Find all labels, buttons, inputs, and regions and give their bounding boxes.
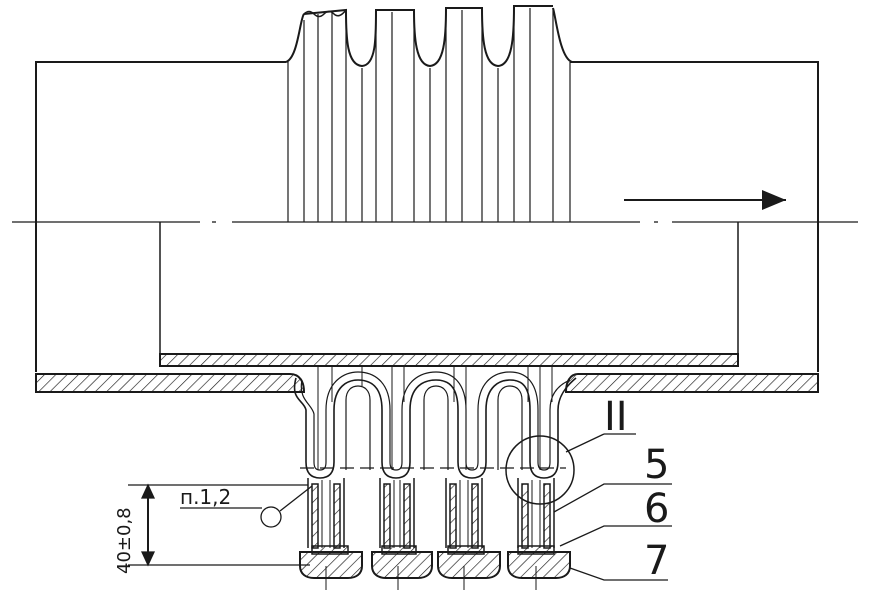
label-callout-7: 7 bbox=[644, 538, 669, 584]
tube-stem-4 bbox=[517, 478, 555, 549]
tube-stems bbox=[307, 478, 555, 549]
inner-sleeve bbox=[159, 222, 739, 367]
callout-leaders bbox=[553, 483, 672, 581]
label-callout-6: 6 bbox=[644, 486, 669, 532]
label-callout-5: 5 bbox=[644, 442, 669, 488]
bellows-section-loops bbox=[293, 366, 577, 479]
tube-stem-2 bbox=[379, 478, 415, 549]
note-circle bbox=[260, 506, 282, 528]
flange-wall-left bbox=[35, 373, 306, 393]
flange-wall-right bbox=[564, 373, 819, 393]
foot-2 bbox=[371, 551, 433, 579]
bottom-feet bbox=[299, 545, 571, 579]
tube-stem-3 bbox=[445, 478, 483, 549]
foot-1 bbox=[299, 551, 363, 579]
tube-stem-1 bbox=[307, 478, 345, 549]
foot-center-lines bbox=[325, 566, 537, 590]
label-detail-view: II bbox=[604, 394, 628, 440]
bellows-top-convolutions bbox=[303, 5, 553, 68]
label-dimension: 40±0,8 bbox=[114, 507, 135, 574]
dimension-40 bbox=[128, 483, 310, 567]
tube-body bbox=[35, 7, 819, 372]
foot-3 bbox=[437, 551, 501, 579]
bellows-vertical-lines bbox=[287, 8, 571, 222]
detail-leader bbox=[565, 433, 605, 453]
detail-circle bbox=[505, 435, 575, 505]
foot-4 bbox=[507, 551, 571, 579]
label-note-ref: п.1,2 bbox=[180, 485, 231, 509]
